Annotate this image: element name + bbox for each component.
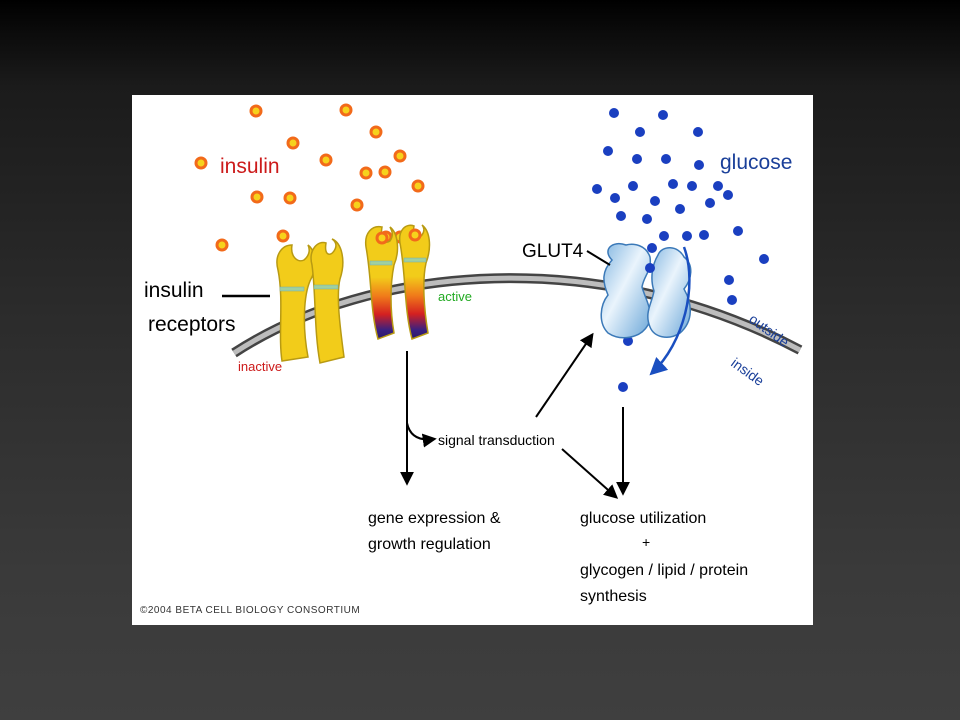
glut4-pointer [586, 250, 611, 266]
glucose-label: glucose [720, 151, 792, 174]
gene-expression-label-line2: growth regulation [368, 536, 491, 553]
glucose-utilization-plus: + [642, 534, 650, 550]
signal-transduction-label: signal transduction [438, 432, 555, 448]
inactive-label: inactive [238, 359, 282, 374]
glucose-utilization-label-line1: glucose utilization [580, 510, 706, 527]
insulin-receptors-label-line1: insulin [144, 279, 204, 302]
inside-label: inside [728, 354, 767, 389]
inactive-insulin-receptor [276, 238, 345, 364]
glut4-label: GLUT4 [522, 241, 584, 262]
signal-arrows [400, 332, 630, 499]
insulin-molecules [194, 103, 425, 252]
diagram-canvas: insulin glucose GLUT4 insulin receptors … [140, 103, 803, 616]
glucose-molecules [592, 108, 769, 392]
glut4-transporter [600, 243, 692, 339]
active-label: active [438, 289, 472, 304]
insulin-receptors-label-line2: receptors [148, 313, 236, 336]
copyright-label: ©2004 BETA CELL BIOLOGY CONSORTIUM [140, 605, 360, 616]
gene-expression-label-line1: gene expression & [368, 510, 501, 527]
glucose-uptake-arrow [649, 246, 691, 376]
active-insulin-receptor [364, 224, 431, 340]
insulin-label: insulin [220, 155, 280, 178]
glucose-utilization-label-line2: glycogen / lipid / protein [580, 562, 748, 579]
insulin-signaling-figure: insulin glucose GLUT4 insulin receptors … [132, 95, 813, 625]
glucose-utilization-label-line3: synthesis [580, 588, 647, 605]
